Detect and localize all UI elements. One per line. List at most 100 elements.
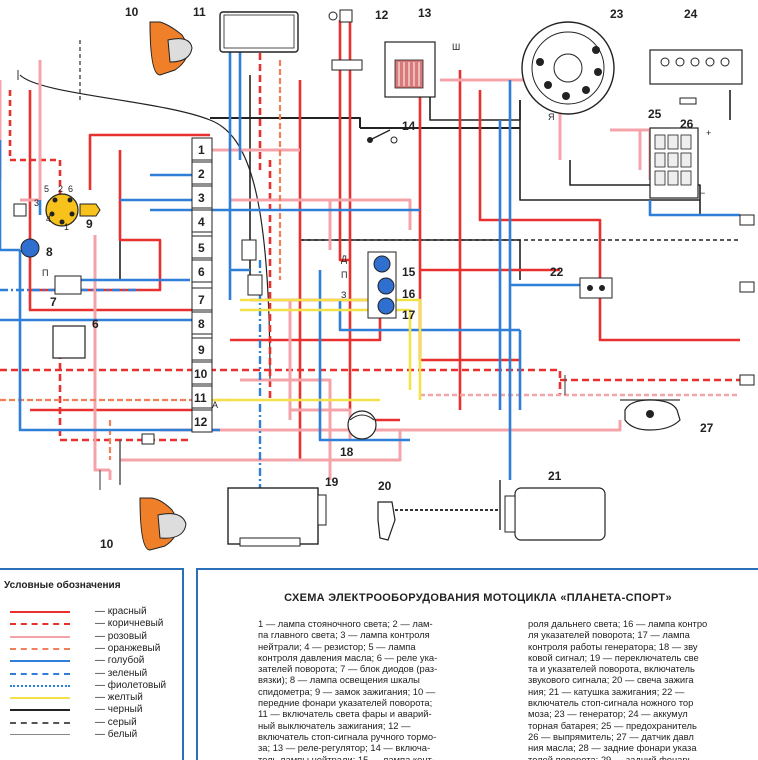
legend-label: — голубой [95,655,145,667]
caption-line: включатель стоп-сигнала ручного тормо- [258,730,437,742]
legend-label: — зеленый [95,667,148,679]
neutral-switch-14 [367,129,398,144]
terminal-z: З [341,290,346,300]
num-label-6: 6 [198,265,205,279]
caption-line: ния масла; 28 — задние фонари указа [528,742,697,754]
battery-24 [649,49,743,85]
caption-line: зателей поворота; 7 — блок диодов (раз- [258,663,438,675]
caption-line: моза; 23 — генератор; 24 — аккумул [528,708,688,720]
num-label-17: 17 [402,308,416,322]
caption-line: вязки); 8 — лампа освещения шкалы [258,674,420,686]
num-label-11: 11 [194,391,207,405]
num-label-1: 1 [198,143,205,157]
legend-label: — серый [95,716,137,728]
caption-line: телей поворота; 29 — задний фонарь. [528,753,696,760]
num-label-21: 21 [548,469,562,483]
num-label-26: 26 [680,117,694,131]
ignition-lock-9 [13,193,101,227]
caption-line: контроля давления масла; 6 — реле ука- [258,651,438,663]
rear-connectors [141,214,755,445]
caption-line: нейтрали; 4 — резистор; 5 — лампа [258,640,416,652]
legend-label: — красный [95,606,147,617]
legend-swatch [10,672,70,675]
legend-title: Условные обозначения [4,580,121,591]
front-turn-signal-bottom [139,497,187,551]
legend-label: — фиолетовый [95,679,167,691]
legend-item: — красный [0,606,182,618]
wiring-diagram: 1 2 3 4 5 6 7 8 9 10 11 12 10 10 11 12 1… [0,5,755,551]
indicator-lamps-15-17 [367,251,397,319]
num-label-10-bottom: 10 [100,537,114,551]
fuse-25 [679,97,697,105]
relay-regulator-13 [384,41,436,98]
caption-line: звукового сигнала; 20 — свеча зажига [528,674,694,686]
ignition-pin-4: 4 [46,214,51,224]
turn-relay-6 [52,325,86,359]
caption-line: за; 13 — реле-регулятор; 14 — включа- [258,742,431,754]
ignition-pin-3: 3 [34,198,39,208]
oil-pressure-sensor-27 [624,399,681,431]
num-label-12-top: 12 [375,8,389,22]
terminal-plus: + [706,128,711,138]
front-turn-signal-top [149,21,193,76]
num-label-13: 13 [418,6,432,20]
legend-item: — черный [0,704,182,716]
caption-line: ный выключатель зажигания; 12 — [258,719,411,731]
legend-swatch [10,709,70,712]
num-label-18: 18 [340,445,354,459]
light-switch-11 [219,11,299,53]
legend-label: — розовый [95,630,147,642]
num-label-24: 24 [684,7,698,21]
caption-line: 1 — лампа стояночного света; 2 — лам- [258,618,433,629]
legend-swatch [10,684,70,687]
legend-swatch [10,660,70,663]
legend-panel: Условные обозначения — красный— коричнев… [0,568,184,760]
legend-swatch [10,623,70,626]
speedometer-lamp-8 [20,238,40,258]
num-label-20: 20 [378,479,392,493]
diode-block-7 [54,275,82,295]
caption-line: включатель стоп-сигнала ножного тор [528,697,694,709]
caption-line: ния; 21 — катушка зажигания; 22 — [528,685,685,697]
caption-title: СХЕМА ЭЛЕКТРООБОРУДОВАНИЯ МОТОЦИКЛА «ПЛА… [284,592,672,604]
legend-label: — коричневый [95,618,164,630]
legend-item: — зеленый [0,668,182,680]
terminal-block [191,137,213,433]
legend-swatch [10,611,70,613]
caption-line: 26 — выпрямитель; 27 — датчик давл [528,730,694,742]
caption-line: 11 — включатель света фары и аварий- [258,708,432,720]
legend-item: — голубой [0,655,182,667]
num-label-3: 3 [198,191,205,205]
num-label-6-relay: 6 [92,317,99,331]
caption-line: та и указателей поворота, включатель [528,663,695,675]
legend-swatch [10,635,70,638]
legend-item: — желтый [0,692,182,704]
legend-item: — коричневый [0,618,182,630]
legend-swatch [10,647,70,650]
caption-line: па главного света; 3 — лампа контроля [258,629,430,641]
num-label-19: 19 [325,475,339,489]
num-label-7: 7 [198,293,205,307]
num-label-8: 8 [198,317,205,331]
caption-panel: СХЕМА ЭЛЕКТРООБОРУДОВАНИЯ МОТОЦИКЛА «ПЛА… [196,568,758,760]
num-label-14: 14 [402,119,416,133]
num-label-4: 4 [198,215,205,229]
legend-label: — белый [95,729,138,740]
legend-label: — черный [95,704,143,716]
num-label-9: 9 [198,343,205,357]
num-label-5: 5 [198,241,205,255]
terminal-p: П [341,270,347,280]
caption-line: торная батарея; 25 — предохранитель [528,719,697,731]
num-label-22: 22 [550,265,564,279]
caption-line: тель лампы нейтрали; 15 — лампа конт- [258,753,435,760]
caption-column-1: 1 — лампа стояночного света; 2 — лам-па … [258,618,520,760]
num-label-12: 12 [194,415,208,429]
legend-swatch [10,697,70,700]
legend-swatch [10,721,70,724]
num-label-8-lamp: 8 [46,245,53,259]
legend-item: — серый [0,717,182,729]
caption-line: ковой сигнал; 19 — переключатель све [528,651,699,663]
ignition-pin-2: 2 [58,184,63,194]
terminal-sh: Ш [452,42,460,52]
